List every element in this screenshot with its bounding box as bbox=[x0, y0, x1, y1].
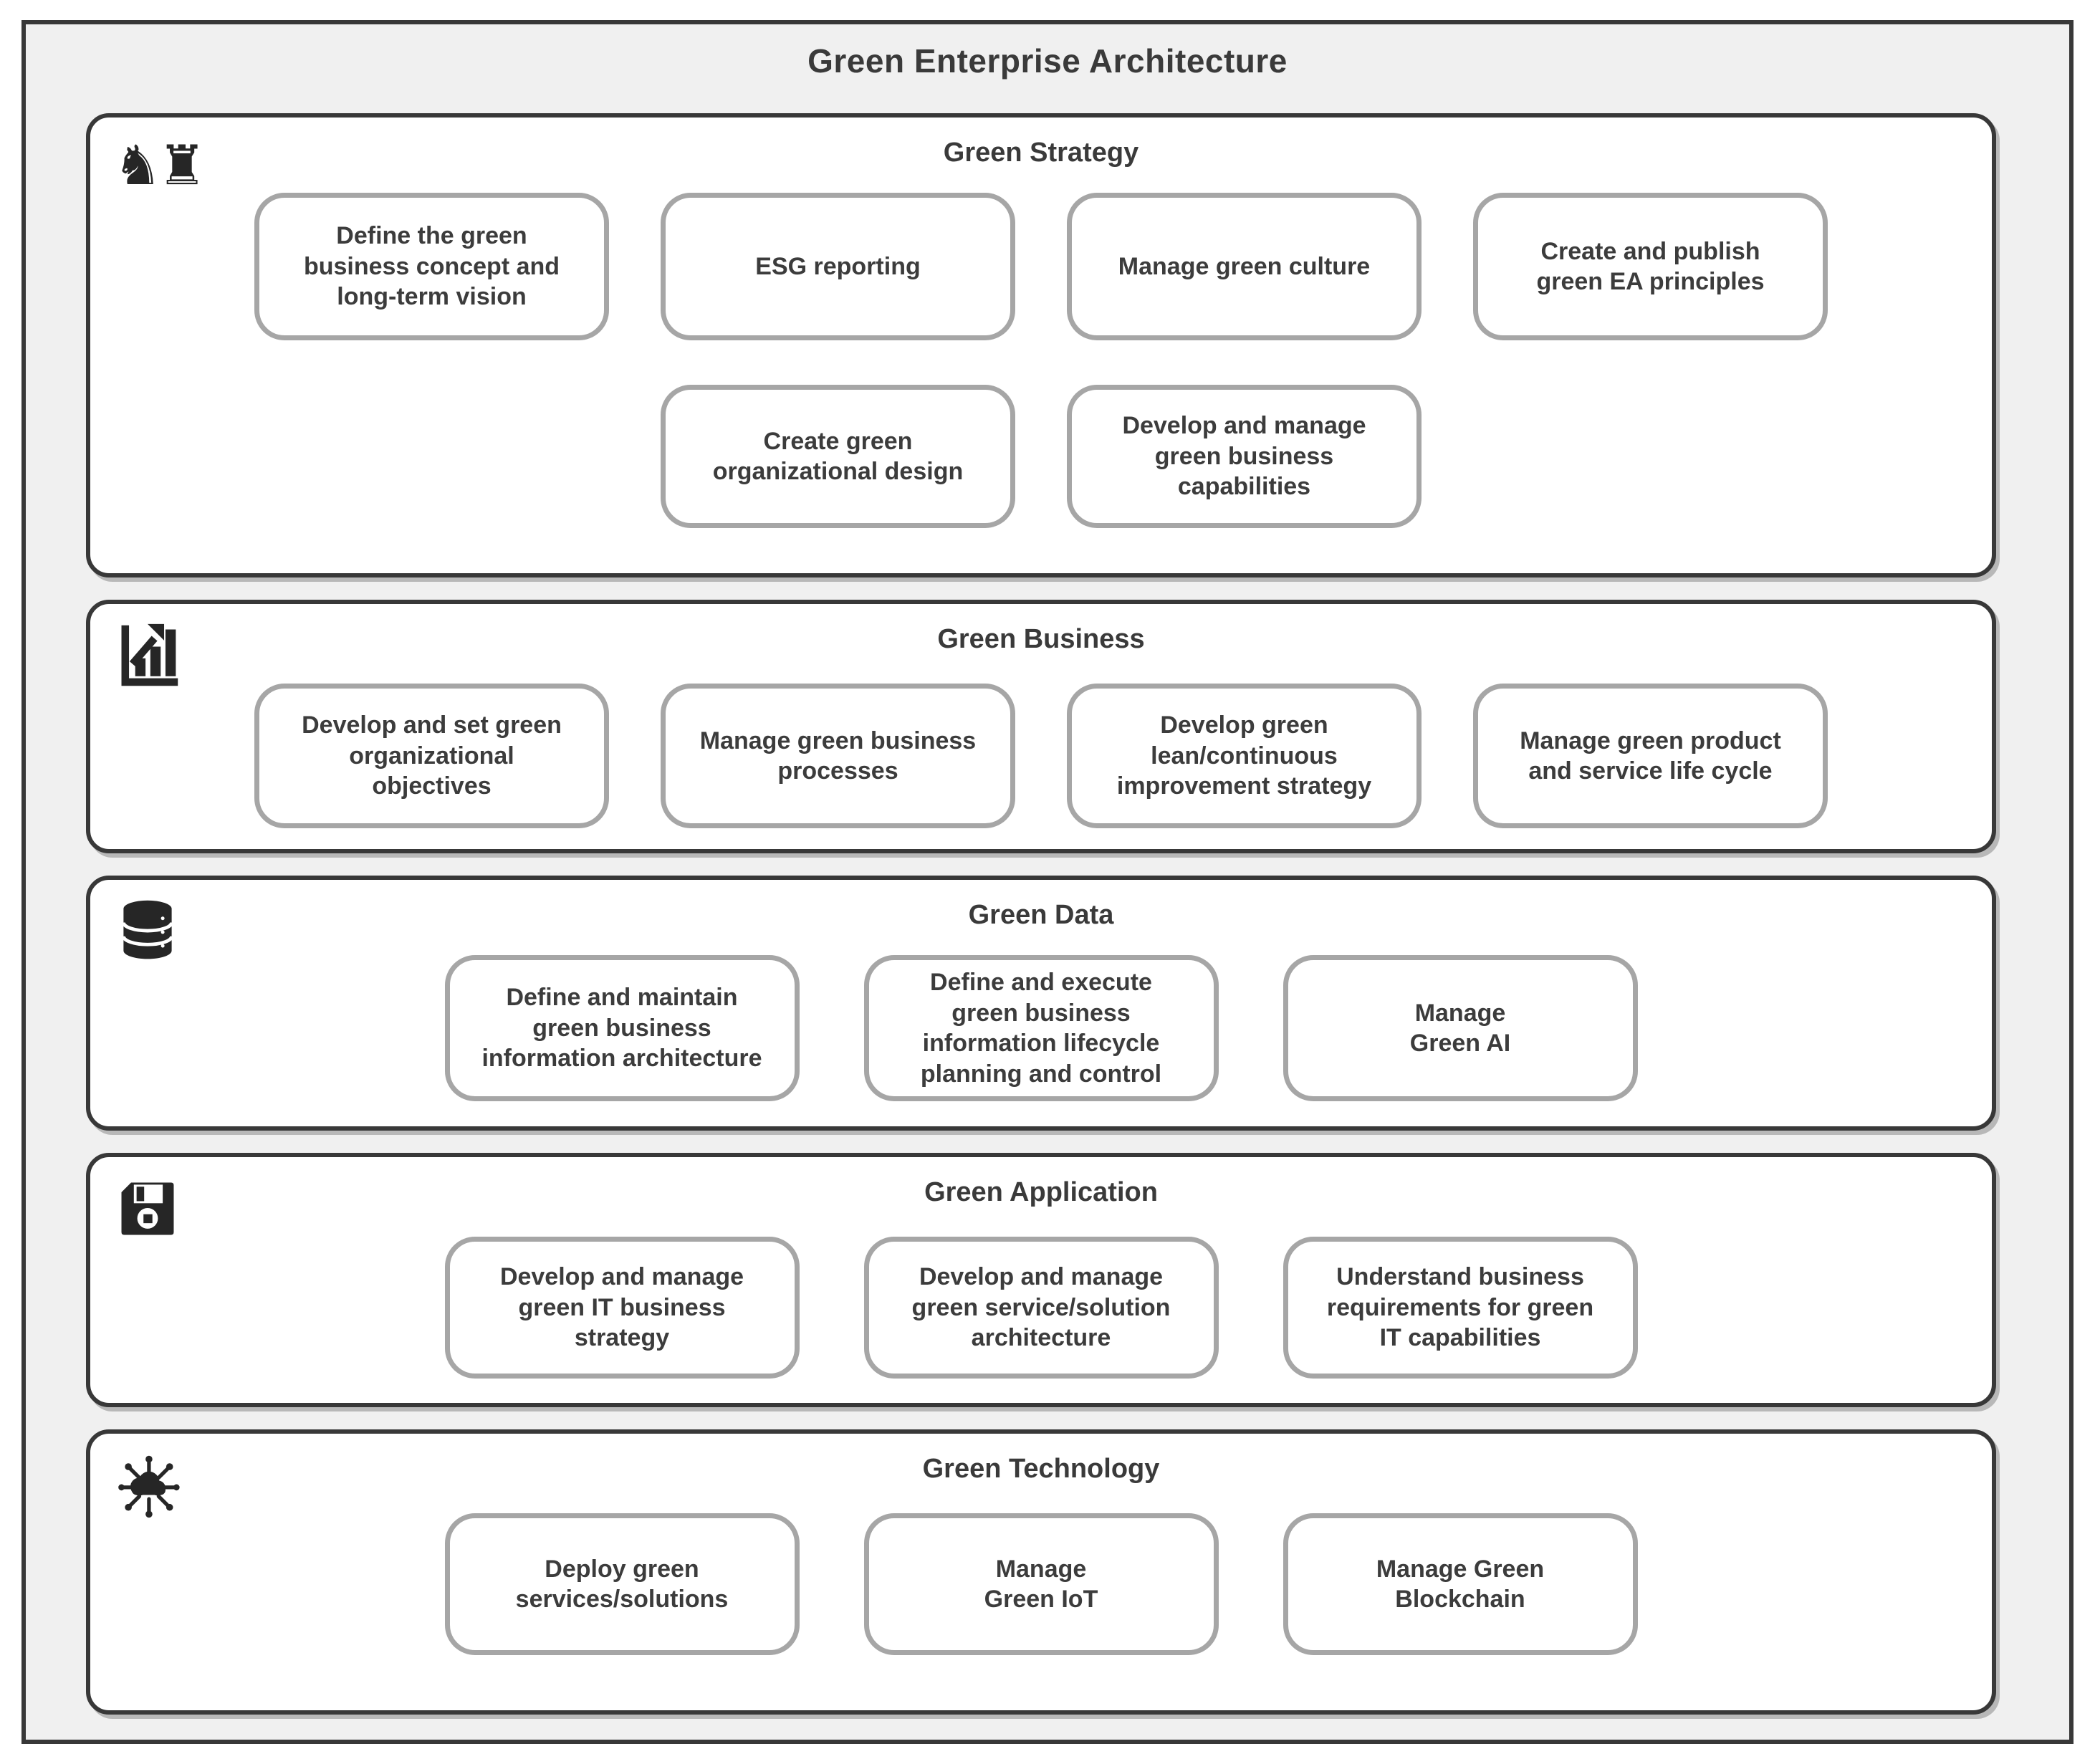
capability-box: Develop and manage green business capabi… bbox=[1067, 385, 1422, 528]
capability-label: Manage green culture bbox=[1118, 252, 1371, 280]
section-green-data: Green Data Define and maintain green bus… bbox=[86, 876, 1996, 1131]
section-green-strategy: ♞♜ Green Strategy Define the green busin… bbox=[86, 113, 1996, 577]
diagram-title: Green Enterprise Architecture bbox=[807, 42, 1288, 80]
capability-label: Define and maintain green business infor… bbox=[481, 984, 762, 1073]
capability-box: Manage Green Blockchain bbox=[1283, 1513, 1638, 1655]
capability-box: Define the green business concept and lo… bbox=[254, 193, 609, 340]
capability-label: Develop and manage green service/solutio… bbox=[911, 1263, 1171, 1352]
section-header-green-strategy: Green Strategy bbox=[943, 138, 1139, 168]
bar-chart-icon bbox=[113, 621, 185, 693]
capability-box: Manage green culture bbox=[1067, 193, 1422, 340]
capability-label: Manage Green Blockchain bbox=[1376, 1555, 1545, 1614]
capability-box: Manage green product and service life cy… bbox=[1473, 684, 1828, 828]
capability-box: Develop and manage green IT business str… bbox=[444, 1237, 800, 1379]
capability-box: ESG reporting bbox=[661, 193, 1015, 340]
capability-box: Define and execute green business inform… bbox=[863, 955, 1219, 1101]
section-green-technology: Green Technology Deploy green services/s… bbox=[86, 1429, 1996, 1715]
capability-label: Create and publish green EA principles bbox=[1536, 237, 1765, 296]
strategy-row-2: Create green organizational design Devel… bbox=[90, 385, 1992, 528]
capability-label: Develop and set green organizational obj… bbox=[302, 711, 562, 800]
technology-row-1: Deploy green services/solutions Manage G… bbox=[90, 1513, 1992, 1655]
capability-label: Manage Green AI bbox=[1409, 999, 1511, 1058]
section-green-application: Green Application Develop and manage gre… bbox=[86, 1153, 1996, 1407]
application-row-1: Develop and manage green IT business str… bbox=[90, 1237, 1992, 1379]
capability-box: Manage Green AI bbox=[1283, 955, 1638, 1101]
section-green-business: Green Business Develop and set green org… bbox=[86, 600, 1996, 853]
data-row-1: Define and maintain green business infor… bbox=[90, 955, 1992, 1101]
section-header-green-application: Green Application bbox=[924, 1177, 1158, 1207]
capability-label: Manage green business processes bbox=[699, 727, 977, 785]
diagram-frame: Green Enterprise Architecture ♞♜ Green S… bbox=[21, 20, 2074, 1744]
capability-label: ESG reporting bbox=[755, 252, 921, 280]
floppy-disk-icon bbox=[113, 1174, 185, 1246]
capability-label: Manage green product and service life cy… bbox=[1520, 727, 1781, 785]
capability-box: Understand business requirements for gre… bbox=[1283, 1237, 1638, 1379]
capability-label: Develop green lean/continuous improvemen… bbox=[1116, 711, 1372, 800]
strategy-row-1: Define the green business concept and lo… bbox=[90, 193, 1992, 340]
capability-box: Create and publish green EA principles bbox=[1473, 193, 1828, 340]
capability-label: Define and execute green business inform… bbox=[920, 969, 1162, 1088]
capability-label: Deploy green services/solutions bbox=[515, 1555, 729, 1614]
capability-label: Create green organizational design bbox=[712, 427, 964, 486]
capability-label: Define the green business concept and lo… bbox=[303, 222, 560, 311]
iot-cloud-icon bbox=[113, 1451, 185, 1523]
sections-container: ♞♜ Green Strategy Define the green busin… bbox=[86, 113, 1996, 1715]
section-header-green-data: Green Data bbox=[968, 900, 1114, 930]
capability-box: Develop and manage green service/solutio… bbox=[863, 1237, 1219, 1379]
chess-pieces-icon: ♞♜ bbox=[113, 133, 206, 197]
capability-box: Deploy green services/solutions bbox=[444, 1513, 800, 1655]
section-header-green-business: Green Business bbox=[937, 624, 1145, 654]
database-icon bbox=[113, 897, 185, 969]
capability-label: Understand business requirements for gre… bbox=[1326, 1263, 1594, 1352]
capability-box: Develop and set green organizational obj… bbox=[254, 684, 609, 828]
capability-label: Manage Green IoT bbox=[984, 1555, 1098, 1614]
capability-box: Manage Green IoT bbox=[863, 1513, 1219, 1655]
capability-box: Define and maintain green business infor… bbox=[444, 955, 800, 1101]
capability-label: Develop and manage green business capabi… bbox=[1122, 412, 1366, 501]
capability-label: Develop and manage green IT business str… bbox=[499, 1263, 744, 1352]
capability-box: Create green organizational design bbox=[661, 385, 1015, 528]
business-row-1: Develop and set green organizational obj… bbox=[90, 684, 1992, 828]
section-header-green-technology: Green Technology bbox=[922, 1454, 1160, 1484]
capability-box: Develop green lean/continuous improvemen… bbox=[1067, 684, 1422, 828]
capability-box: Manage green business processes bbox=[661, 684, 1015, 828]
